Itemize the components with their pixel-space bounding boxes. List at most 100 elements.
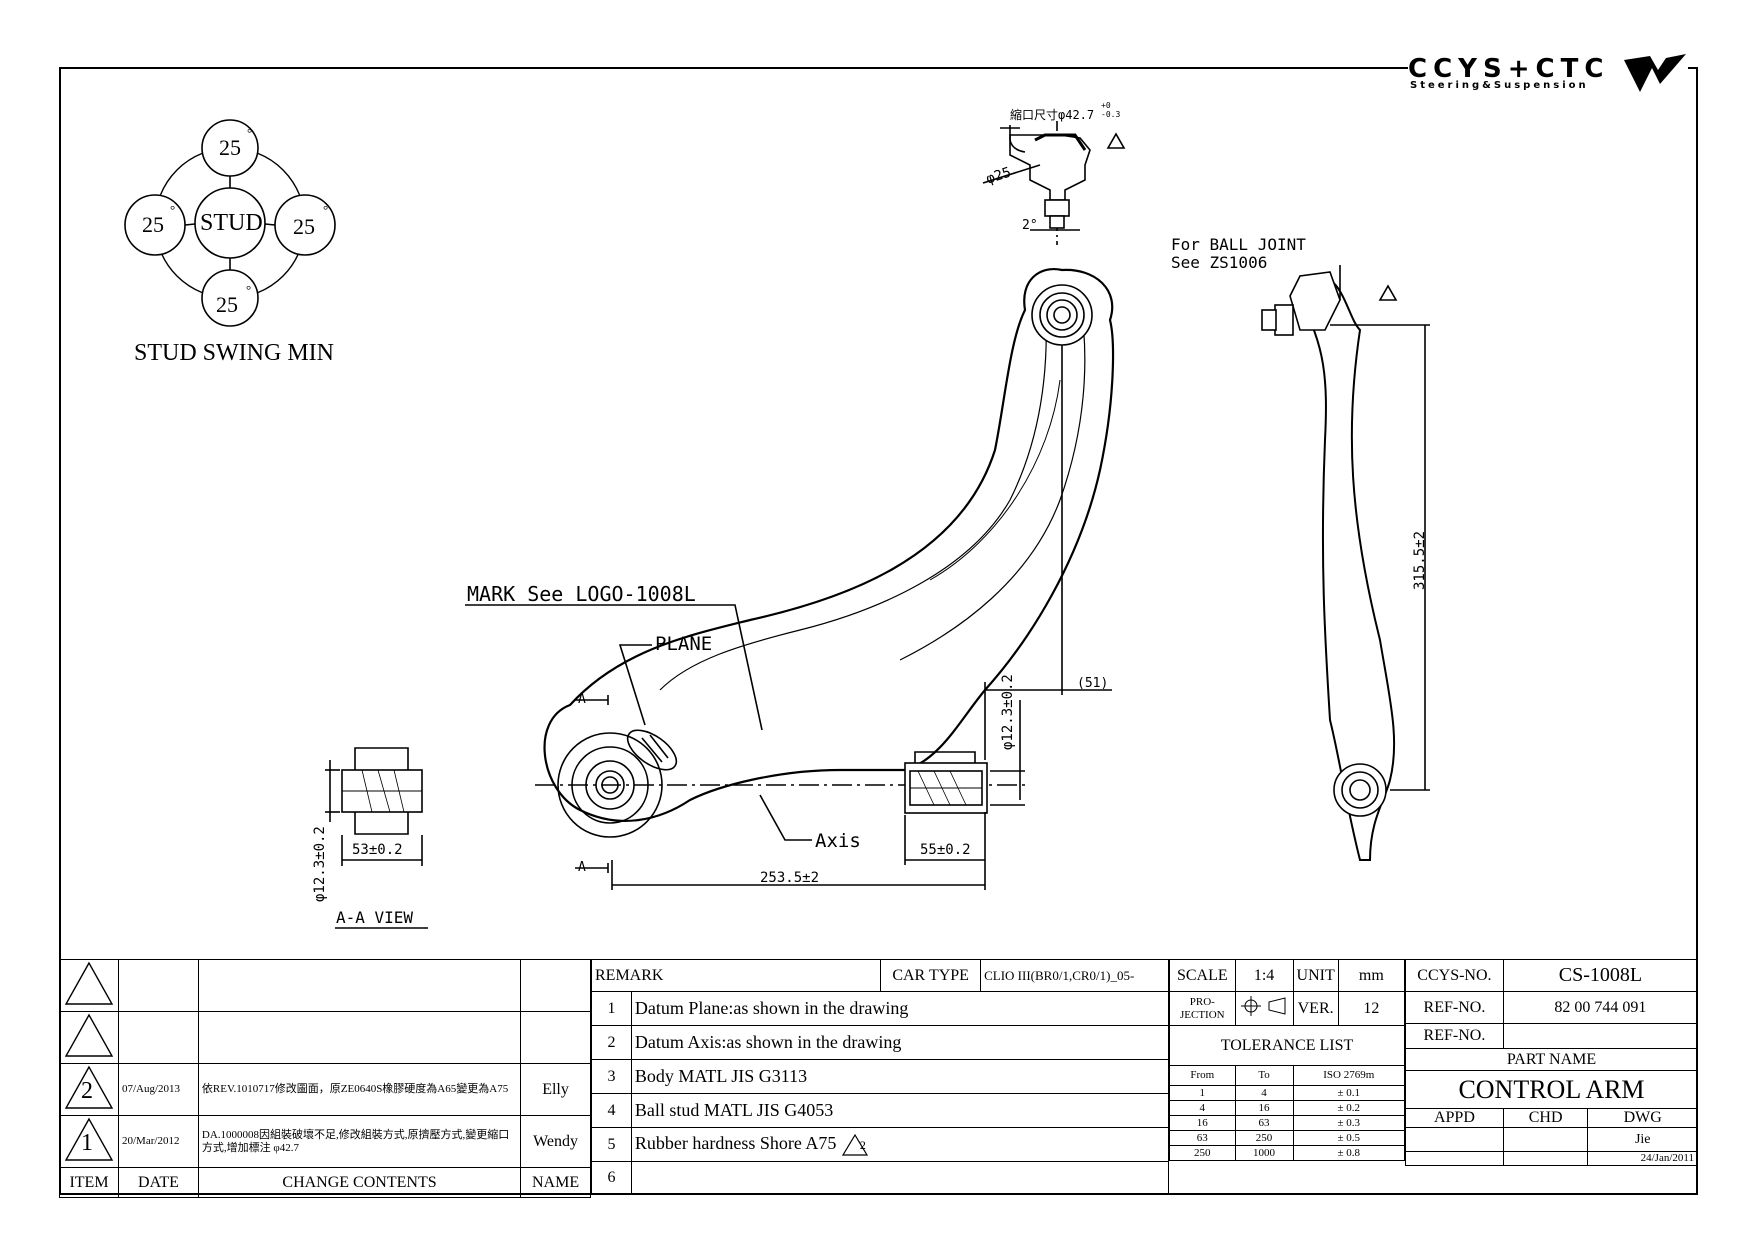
section-marker-top: A [578,692,586,707]
revision-item-cell: 2 [59,1063,119,1116]
tol-value: ± 0.5 [1292,1130,1406,1146]
projection-label: PRO-JECTION [1169,991,1236,1026]
shrink-tolerance: +0-0.3 [1101,101,1120,119]
revision-name-cell: Wendy [520,1115,591,1168]
revision-name-cell [520,1011,591,1064]
revision-row: 1 20/Mar/2012 DA.1000008因組裝破壞不足,修改組裝方式,原… [59,1115,591,1168]
revision-triangle-icon [64,1013,114,1057]
revision-marker-number: 2 [859,1138,866,1152]
chd-label: CHD [1502,1108,1589,1128]
tol-value: ± 0.8 [1292,1145,1406,1161]
chd-value [1502,1127,1589,1152]
remark-text: Datum Plane:as shown in the drawing [630,991,1170,1026]
revision-date-cell: 07/Aug/2013 [118,1063,199,1116]
revision-marker-icon [841,1133,868,1156]
logo-mark-icon [1624,54,1686,92]
revision-item-cell: 1 [59,1115,119,1168]
tolerance-title: TOLERANCE LIST [1169,1025,1405,1066]
tol-to: 16 [1234,1100,1294,1116]
scale-tolerance-table: SCALE 1:4 UNIT mm PRO-JECTION VER. 12 TO… [1169,959,1406,1161]
part-info-table: CCYS-NO. CS-1008L REF-NO. 82 00 744 091 … [1405,959,1699,1166]
revision-date-cell: 20/Mar/2012 [118,1115,199,1168]
ccys-no-label: CCYS-NO. [1405,959,1504,992]
ref-no-label: REF-NO. [1405,991,1504,1024]
revision-date-cell [118,959,199,1012]
remark-row: 5 Rubber hardness Shore A75 2 [591,1127,1170,1162]
tol-from: 4 [1169,1100,1236,1116]
tol-value: ± 0.3 [1292,1115,1406,1131]
revision-content-cell: DA.1000008因組裝破壞不足,修改組裝方式,原擠壓方式,變更縮口方式,增加… [197,1115,522,1168]
technical-drawing [124,119,1430,929]
tol-to-header: To [1234,1065,1294,1086]
aa-dimension-53: 53±0.2 [352,842,403,858]
dimension-315: 315.5±2 [1412,530,1428,590]
scale-label: SCALE [1169,959,1236,992]
tol-from: 250 [1169,1145,1236,1161]
revision-item-number: 2 [81,1078,93,1104]
version-value: 12 [1337,991,1406,1026]
tol-from: 1 [1169,1085,1236,1101]
stud-swing-diagram [124,119,336,327]
unit-value: mm [1337,959,1406,992]
revision-triangle-icon [64,1117,114,1161]
ccys-no-value: CS-1008L [1502,959,1699,992]
remark-row: 4 Ball stud MATL JIS G4053 [591,1093,1170,1128]
remark-number: 3 [591,1059,632,1094]
unit-label: UNIT [1292,959,1339,992]
remark-row: 2 Datum Axis:as shown in the drawing [591,1025,1170,1060]
version-label: VER. [1292,991,1339,1026]
header-name: NAME [520,1167,591,1198]
revision-row [59,959,591,1012]
revision-triangle-icon [64,1065,114,1109]
mark-note: MARK See LOGO-1008L [467,582,696,606]
swing-bottom-value: 25 [216,292,238,317]
header-date: DATE [118,1167,199,1198]
revision-name-cell: Elly [520,1063,591,1116]
dwg-label: DWG [1587,1108,1698,1128]
remark-text: Ball stud MATL JIS G4053 [630,1093,1170,1128]
tol-std-header: ISO 2769m [1292,1065,1406,1086]
car-type-value: CLIO III(BR0/1,CR0/1)_05- [980,959,1169,992]
header-content: CHANGE CONTENTS [197,1167,522,1198]
revision-content-cell [197,959,522,1012]
remark-text: Datum Axis:as shown in the drawing [630,1025,1170,1060]
revision-triangle-icon [64,961,114,1005]
revision-content-cell [197,1011,522,1064]
swing-right-degree: ° [323,202,329,217]
revision-item-number: 1 [81,1130,93,1156]
tol-from-header: From [1169,1065,1236,1086]
company-logo: CCYS+CTC Steering&Suspension [1408,48,1688,102]
tol-from: 63 [1169,1130,1236,1146]
shrink-tolerance-upper: +0 [1101,101,1111,110]
drawing-sheet [59,67,1698,1195]
tol-to: 63 [1234,1115,1294,1131]
remark-title: REMARK [590,959,882,992]
tol-from: 16 [1169,1115,1236,1131]
drawing-date: 24/Jan/2011 [1587,1151,1698,1166]
projection-symbol [1234,991,1294,1026]
shrink-tolerance-lower: -0.3 [1101,110,1121,119]
revision-table: 2 07/Aug/2013 依REV.1010717修改圖面，原ZE0640S橡… [59,959,591,1198]
swing-top-value: 25 [219,135,241,160]
remark-row: 6 [591,1161,1170,1194]
header-item: ITEM [59,1167,119,1198]
swing-left-degree: ° [170,202,176,217]
ball-joint-detail-view [982,121,1126,245]
revision-date-cell [118,1011,199,1064]
drawer-name: Jie [1587,1127,1698,1152]
remark-number: 2 [591,1025,632,1060]
chd-date [1502,1151,1589,1166]
dimension-bushing-diameter: φ12.3±0.2 [1000,674,1016,750]
appd-date [1405,1151,1504,1166]
remark-text [630,1161,1170,1194]
remark-text: Rubber hardness Shore A75 [634,1132,837,1153]
projection-symbol-icon [1241,996,1286,1016]
swing-right-value: 25 [293,214,315,239]
remark-number: 1 [591,991,632,1026]
section-marker-bottom: A [578,860,586,875]
control-arm-side-view [1261,265,1430,861]
ref-no-value: 82 00 744 091 [1502,991,1699,1024]
swing-left-value: 25 [142,212,164,237]
remark-text: Body MATL JIS G3113 [630,1059,1170,1094]
ref-no2-value [1502,1023,1699,1049]
